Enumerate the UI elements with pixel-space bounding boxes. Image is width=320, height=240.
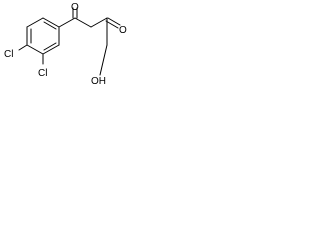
atom-label-cl-lower: Cl <box>38 68 47 79</box>
chemical-structure-diagram: Cl Cl O OH O <box>4 2 127 87</box>
bond-ring-to-cl-upper <box>18 44 28 51</box>
atom-label-ketone-oxygen: O <box>71 2 79 13</box>
bond-ring-to-carbonyl <box>58 17 76 28</box>
ring-double-bond-top-right <box>43 21 57 30</box>
bond-ch2-to-ch2 <box>90 17 108 28</box>
acid-double-bond-a <box>107 17 121 26</box>
ring-bond-top-right <box>42 17 60 28</box>
bond-carbonyl-to-ch2 <box>74 17 92 28</box>
ring-bond-top-left <box>26 17 44 28</box>
acid-double-bond-b <box>105 20 119 29</box>
ring-double-bond-bottom-right <box>43 42 57 51</box>
ring-bond-bottom-right <box>42 44 60 55</box>
atom-label-acid-oxygen: O <box>119 25 127 36</box>
bond-acid-carbon-to-oh <box>99 44 108 76</box>
atom-label-cl-upper: Cl <box>4 49 13 60</box>
atom-label-hydroxyl: OH <box>91 76 106 87</box>
ring-bond-bottom-left <box>26 44 44 55</box>
